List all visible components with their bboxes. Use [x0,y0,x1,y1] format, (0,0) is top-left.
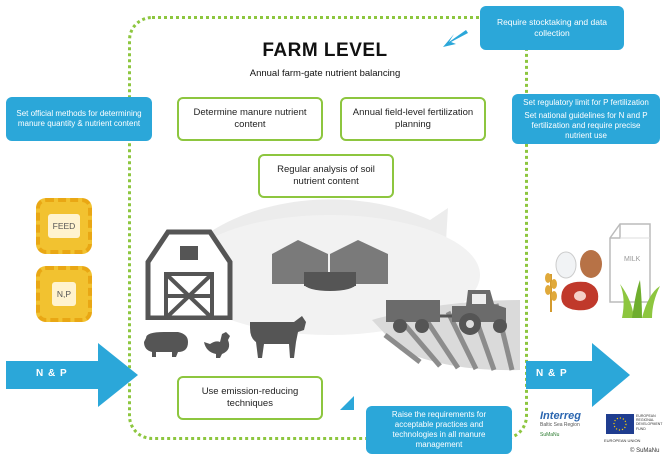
pig-icon [144,332,188,357]
stocktaking-text: Require stocktaking and data collection [496,17,608,38]
stocktaking-pointer-arrow [443,30,468,47]
cow-icon [250,316,306,358]
requirements-box: Raise the requirements for acceptable pr… [366,406,512,454]
grain-icon [545,273,557,312]
barn-icon [145,229,233,320]
interreg-logo-sub: Baltic Sea Region [540,422,580,428]
copyright-text: © SuMaNu [630,448,660,454]
output-arrow-icon [526,343,630,407]
eu-label: EUROPEAN UNION [604,438,641,443]
input-np-label: N & P [36,368,68,379]
official-methods-box: Set official methods for determining man… [6,97,152,141]
eu-fund-label: EUROPEAN REGIONAL DEVELOPMENT FUND [636,414,663,431]
soil-analysis-box: Regular analysis of soil nutrient conten… [258,154,394,198]
regulatory-box: Set regulatory limit for P fertilization… [512,94,660,144]
emission-text: Use emission-reducing techniques [201,386,299,409]
meat-icon [561,281,599,311]
milk-carton-label: MILK [624,256,641,263]
interreg-logo-text: Interreg [540,410,581,422]
input-arrow-icon [6,343,138,407]
farm-boundary [128,16,528,440]
interreg-logo: Interreg Baltic Sea Region SuMaNu [540,410,604,438]
manure-storage-icon [272,240,388,291]
sumanu-logo-text: SuMaNu [540,432,560,438]
requirements-pointer-arrow [340,396,354,410]
soil-analysis-text: Regular analysis of soil nutrient conten… [277,164,375,187]
page-subtitle: Annual farm-gate nutrient balancing [249,68,401,79]
official-methods-text: Set official methods for determining man… [16,109,142,128]
field-planning-box: Annual field-level fertilization plannin… [340,97,486,141]
fertilizer-sack-icon: N,P [36,266,92,322]
egg-icon [555,251,577,279]
feed-sack-icon: FEED [36,198,92,254]
stocktaking-box: Require stocktaking and data collection [480,6,624,50]
grass-icon [620,280,660,318]
manure-content-box: Determine manure nutrient content [177,97,323,141]
field-planning-text: Annual field-level fertilization plannin… [352,107,474,130]
chicken-icon [204,332,230,358]
tractor-icon [386,290,507,335]
page-title: FARM LEVEL [262,40,388,61]
manure-content-text: Determine manure nutrient content [193,107,307,130]
output-np-label: N & P [536,368,568,379]
brown-egg-icon [580,250,602,278]
regulatory-text-1: Set regulatory limit for P fertilization [523,97,649,107]
emission-box: Use emission-reducing techniques [177,376,323,420]
requirements-text: Raise the requirements for acceptable pr… [391,410,487,449]
eu-flag-icon [606,414,634,434]
regulatory-text-2: Set national guidelines for N and P fert… [524,110,648,140]
fertilizer-sack-label: N,P [51,282,77,306]
feed-sack-label: FEED [47,214,81,238]
